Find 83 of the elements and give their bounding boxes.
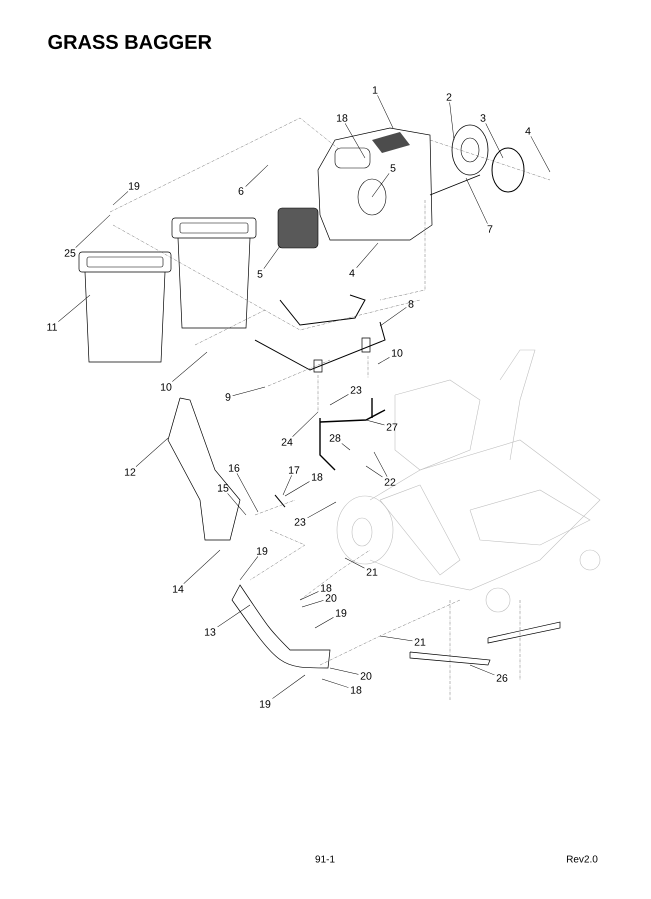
leader-line (330, 394, 349, 406)
callout-number: 17 (288, 466, 300, 474)
leader-line (342, 443, 350, 450)
leader-line (245, 164, 268, 187)
leader-line (530, 136, 550, 172)
leader-line (314, 617, 334, 628)
callout-number: 21 (414, 638, 426, 646)
callout-number: 19 (256, 547, 268, 555)
callout-number: 2 (446, 93, 452, 101)
leader-line (183, 550, 220, 584)
leader-line (470, 664, 495, 676)
leader-line (300, 591, 319, 600)
leader-line (112, 191, 128, 206)
callout-number: 28 (330, 434, 340, 442)
page-title: GRASS BAGGER (48, 34, 212, 50)
callout-number: 12 (124, 468, 136, 476)
leader-line (307, 502, 336, 518)
leader-line (378, 357, 390, 364)
page-label: Rev2.0 (566, 855, 598, 863)
leader-line (485, 123, 504, 158)
leader-line (344, 558, 365, 568)
callout-number: 23 (294, 518, 306, 526)
callout-number: 20 (360, 672, 372, 680)
leader-line (136, 438, 168, 467)
leader-line (366, 420, 385, 426)
leader-line (172, 352, 208, 382)
leader-line (75, 214, 110, 248)
callout-number: 14 (172, 585, 184, 593)
callout-number: 1 (372, 86, 378, 94)
leader-line (232, 386, 266, 396)
callout-number: 18 (312, 473, 322, 481)
callout-number: 16 (228, 464, 240, 472)
callout-number: 19 (128, 182, 140, 190)
leader-line (284, 481, 310, 496)
callout-number: 10 (160, 383, 172, 391)
leader-line (227, 493, 246, 516)
callout-number: 18 (320, 584, 332, 592)
leader-line (272, 674, 306, 699)
leader-line (282, 475, 292, 496)
callout-number: 27 (386, 423, 398, 431)
leader-line (236, 473, 258, 512)
leader-line (380, 636, 413, 642)
callout-number: 9 (226, 393, 230, 401)
callout-number: 26 (496, 674, 508, 682)
callout-number: 3 (480, 114, 486, 122)
callout-number: 19 (336, 609, 346, 617)
leader-line (58, 294, 90, 322)
callout-number: 13 (204, 628, 216, 636)
leader-line (302, 600, 324, 608)
callout-number: 5 (258, 270, 262, 278)
callout-number: 11 (47, 323, 57, 331)
callout-number: 20 (326, 594, 336, 602)
leader-line (217, 604, 250, 628)
callout-number: 19 (260, 700, 270, 708)
callout-number: 22 (384, 478, 396, 486)
callout-number: 4 (525, 127, 531, 135)
callout-number: 23 (350, 386, 362, 394)
callout-number: 18 (350, 686, 362, 694)
leader-line (366, 466, 383, 478)
leader-line (240, 556, 258, 580)
leader-line (292, 412, 318, 437)
callout-number: 24 (282, 438, 293, 446)
callout-number: 15 (218, 484, 228, 492)
callout-number: 4 (349, 269, 355, 277)
leader-line (356, 242, 378, 268)
callout-number: 10 (392, 349, 402, 357)
leader-line (374, 452, 388, 477)
page-label: 91-1 (315, 855, 335, 863)
callout-number: 7 (488, 225, 492, 233)
leader-line (322, 678, 349, 688)
callout-number: 21 (366, 568, 378, 576)
leader-line (330, 668, 359, 675)
leader-line (449, 102, 454, 140)
callout-number: 25 (64, 249, 76, 257)
leader-line (380, 307, 407, 326)
callout-number: 18 (336, 114, 348, 122)
leader-line (377, 95, 394, 128)
leader-line (466, 178, 488, 224)
leader-line (344, 123, 366, 158)
callout-number: 5 (390, 164, 396, 172)
leader-line (264, 246, 280, 269)
callout-number: 8 (408, 300, 414, 308)
callout-number: 6 (238, 187, 244, 195)
